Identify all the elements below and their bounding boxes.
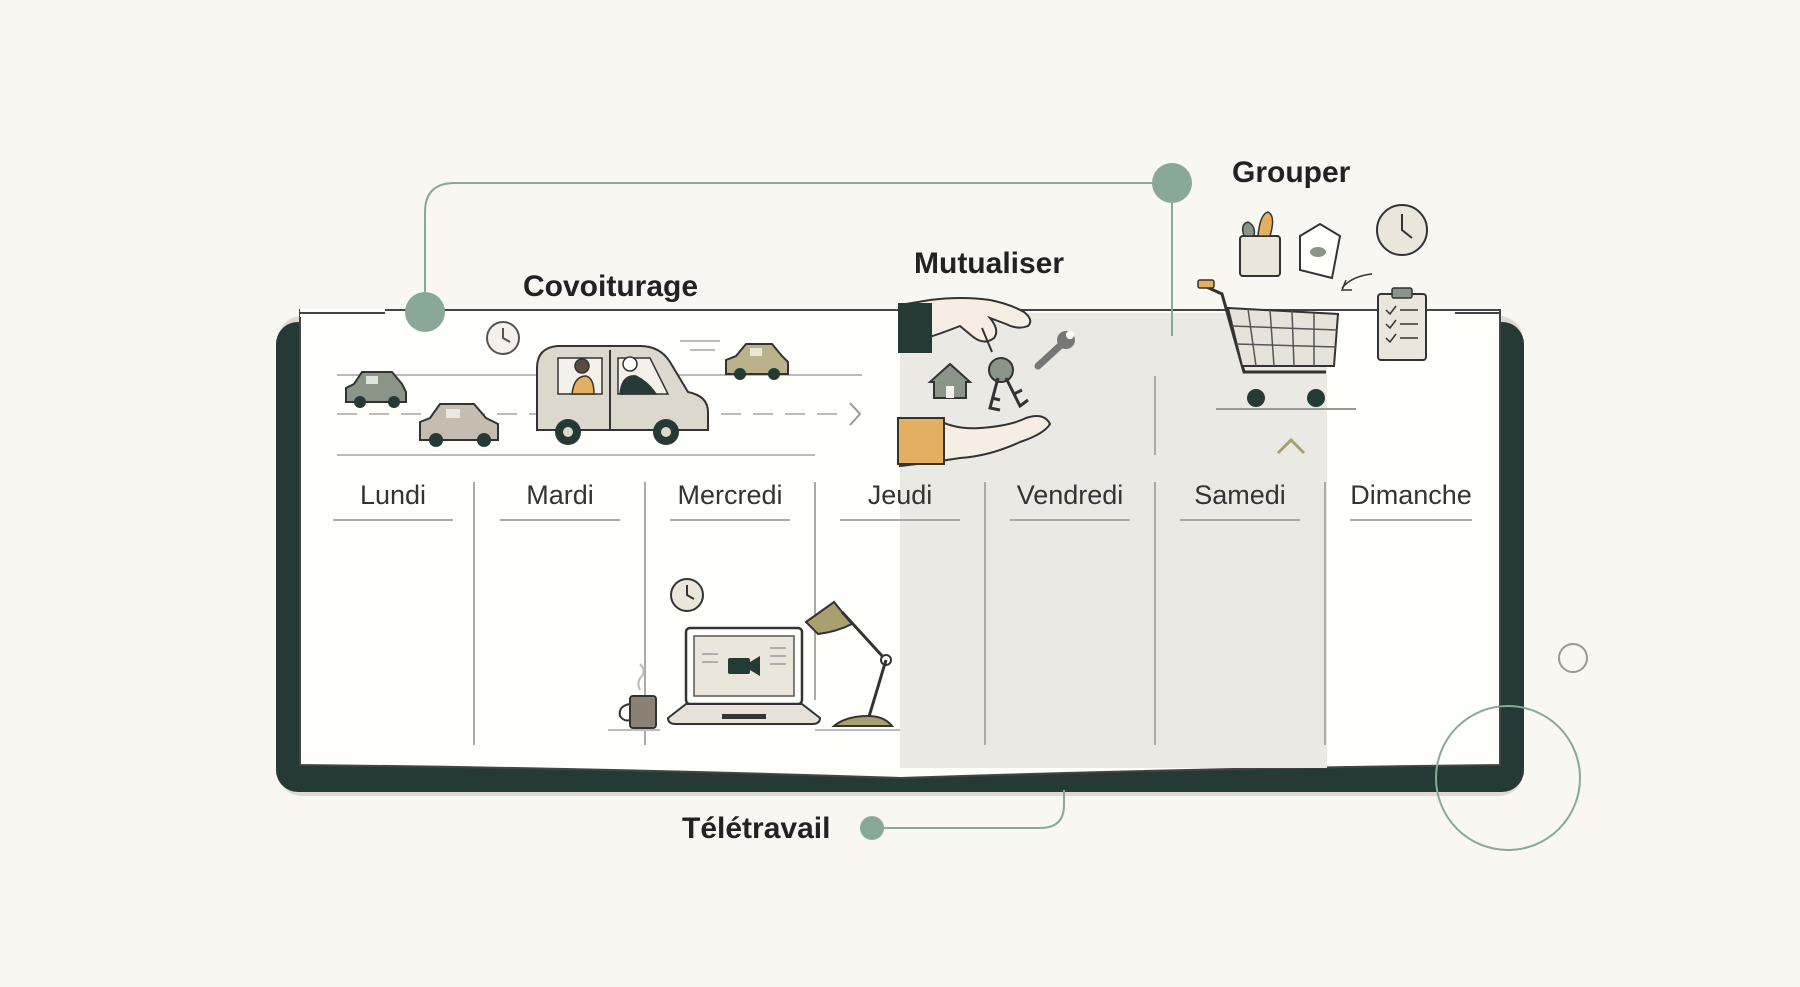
road-chevron-icon — [849, 402, 862, 426]
arrow-icon — [1341, 273, 1373, 289]
covoiturage-illustration — [337, 321, 862, 456]
mutualiser-illustration — [897, 297, 1075, 468]
checklist-icon — [1377, 287, 1427, 361]
video-call-icon — [728, 656, 760, 676]
label-teletravail: Télétravail — [682, 812, 830, 845]
connector-covoiturage-grouper — [424, 182, 1172, 312]
car-icon — [725, 343, 789, 380]
wrench-icon — [1034, 331, 1075, 370]
clock-icon — [670, 578, 704, 612]
hand-icon — [897, 415, 1052, 468]
shopping-cart-icon — [1197, 279, 1356, 410]
coffee-mug-icon — [608, 663, 660, 731]
node-covoiturage — [405, 292, 445, 332]
node-teletravail — [860, 816, 884, 840]
desk-lamp-icon — [804, 600, 900, 731]
house-icon — [927, 362, 973, 399]
connector-teletravail — [872, 790, 1065, 829]
clock-icon — [486, 321, 520, 355]
clock-icon — [1376, 204, 1428, 256]
day-label-vendredi: Vendredi — [1017, 480, 1124, 510]
teletravail-illustration — [608, 578, 900, 731]
connectors — [424, 182, 1173, 829]
planner-book — [276, 309, 1524, 796]
label-grouper: Grouper — [1232, 156, 1351, 189]
day-label-mercredi: Mercredi — [677, 480, 782, 510]
decor-circle-small — [1558, 643, 1588, 673]
day-label-mardi: Mardi — [526, 480, 594, 510]
node-grouper — [1152, 163, 1192, 203]
hand-icon — [898, 297, 1032, 353]
arrow-head-icon — [1340, 279, 1352, 291]
car-icon — [419, 403, 499, 447]
chevron-up-icon — [1276, 437, 1306, 455]
car-icon — [345, 371, 407, 408]
keys-icon — [981, 327, 1029, 412]
day-label-jeudi: Jeudi — [868, 480, 933, 510]
groceries-icon — [1239, 211, 1342, 280]
day-label-lundi: Lundi — [360, 480, 426, 510]
decor-circle-large — [1435, 705, 1581, 851]
people-icon — [571, 356, 658, 395]
label-covoiturage: Covoiturage — [523, 270, 698, 303]
day-label-samedi: Samedi — [1194, 480, 1286, 510]
grouper-illustration — [1197, 204, 1428, 455]
label-mutualiser: Mutualiser — [914, 247, 1064, 280]
shaded-weekend-area — [900, 313, 1327, 768]
carpool-car-icon — [536, 345, 709, 445]
laptop-icon — [666, 626, 822, 725]
day-label-dimanche: Dimanche — [1350, 480, 1472, 510]
